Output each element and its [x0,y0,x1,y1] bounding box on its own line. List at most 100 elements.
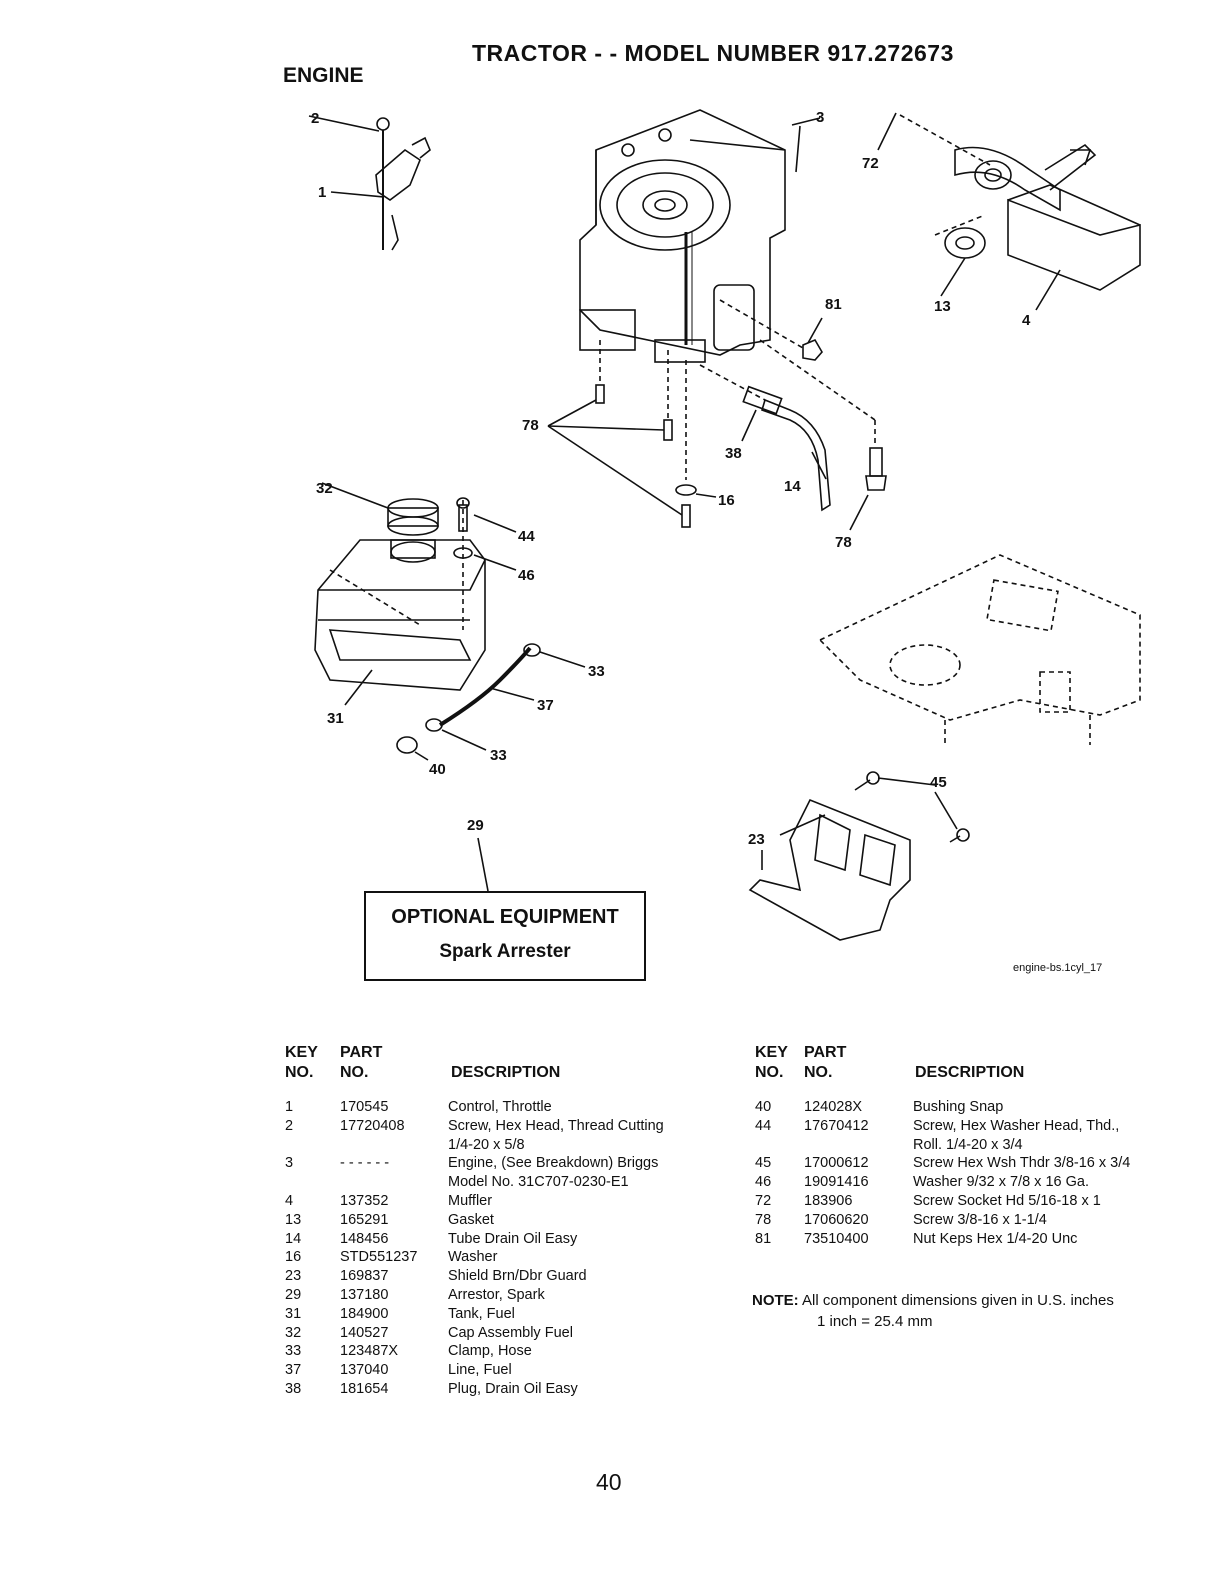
key-number: 31 [285,1305,302,1322]
callout-1: 1 [318,184,326,201]
part-number: 17720408 [340,1117,405,1134]
part-description: Tube Drain Oil Easy [448,1230,578,1247]
shield-drawing [748,771,970,941]
part-description: Arrestor, Spark [448,1286,545,1303]
callout-40: 40 [429,761,446,778]
part-number: 137040 [340,1362,389,1379]
callout-81: 81 [825,296,842,313]
callout-4: 4 [1022,312,1031,329]
part-number: 181654 [340,1380,389,1397]
key-number: 32 [285,1324,302,1341]
key-number: 40 [755,1099,772,1115]
page-number: 40 [596,1469,622,1495]
callout-29: 29 [467,817,484,834]
part-description: Tank, Fuel [448,1305,515,1322]
part-description-continued: 1/4-20 x 5/8 [448,1136,525,1153]
part-number: 183906 [804,1192,853,1209]
callout-78-b: 78 [835,534,852,551]
part-description: Screw Hex Wsh Thdr 3/8-16 x 3/4 [913,1155,1131,1172]
callout-32: 32 [316,480,333,497]
part-description: Shield Brn/Dbr Guard [448,1268,587,1285]
part-number: 17670412 [804,1117,869,1134]
key-number: 78 [755,1211,772,1228]
part-description: Washer [448,1249,498,1266]
part-number: 17060620 [804,1211,869,1228]
fuel-line-drawing [396,643,586,761]
part-number: 184900 [340,1305,389,1322]
callout-44: 44 [518,528,535,545]
header-part-top: PART [804,1044,847,1061]
frame-plate-drawing [818,554,1141,745]
header-description: DESCRIPTION [451,1064,561,1081]
part-number: 124028X [804,1099,863,1115]
part-number: 19091416 [804,1174,869,1191]
spark-arrester-leader [477,837,489,892]
part-description: Gasket [448,1211,494,1228]
header-part-bottom: NO. [340,1064,369,1081]
callout-33-b: 33 [490,747,507,764]
part-description-continued: Model No. 31C707-0230-E1 [448,1174,629,1191]
callout-16: 16 [718,492,735,509]
key-number: 1 [285,1099,294,1115]
key-number: 46 [755,1174,772,1191]
callout-33-a: 33 [588,663,605,680]
table-row: 45 17000612 Screw Hex Wsh Thdr 3/8-16 x 3/… [755,1154,1195,1173]
throttle-control-drawing [308,115,431,251]
note-line-1: All component dimensions given in U.S. i… [802,1292,1114,1309]
key-number: 16 [285,1249,302,1266]
callout-23: 23 [748,831,765,848]
optional-equipment-box: OPTIONAL EQUIPMENT Spark Arrester [364,891,646,981]
table-row: 44 17670412 Screw, Hex Washer Head, Thd., R… [755,1117,1195,1155]
part-description: Engine, (See Breakdown) Briggs [448,1155,659,1172]
callout-3: 3 [816,109,824,126]
part-description: Screw Socket Hd 5/16-18 x 1 [913,1192,1101,1209]
part-number: 17000612 [804,1155,869,1172]
part-number: 140527 [340,1324,389,1341]
part-description: Screw, Hex Head, Thread Cutting [448,1117,664,1134]
part-description: Clamp, Hose [448,1343,532,1360]
part-number: 123487X [340,1343,399,1360]
exploded-parts-diagram: 2 1 3 72 13 4 81 78 38 14 16 78 32 44 46… [308,109,1141,941]
part-number: 170545 [340,1099,389,1115]
header-key-bottom: NO. [285,1064,314,1081]
note-label: NOTE: [752,1292,799,1309]
part-description: Control, Throttle [448,1099,552,1115]
table-row: 31 184900 Tank, Fuel [285,1305,725,1324]
part-description: Screw, Hex Washer Head, Thd., [913,1117,1120,1134]
header-description: DESCRIPTION [915,1064,1025,1081]
key-number: 44 [755,1117,772,1134]
optional-equipment-subtitle: Spark Arrester [439,941,571,962]
table-row: 3- - - - - -Engine, (See Breakdown) Brig… [285,1154,725,1192]
fuel-tank-drawing [314,482,517,706]
callout-38: 38 [725,445,742,462]
header-key-top: KEY [285,1044,318,1061]
header-key-bottom: NO. [755,1064,784,1081]
header-key-top: KEY [755,1044,788,1061]
part-number: STD551237 [340,1249,418,1266]
part-description-continued: Roll. 1/4-20 x 3/4 [913,1136,1023,1153]
callout-31: 31 [327,710,344,727]
key-number: 72 [755,1192,772,1209]
note-line-2: 1 inch = 25.4 mm [817,1313,933,1330]
part-description: Line, Fuel [448,1362,512,1379]
part-description: Nut Keps Hex 1/4-20 Unc [913,1230,1078,1247]
key-number: 45 [755,1155,772,1172]
callout-13: 13 [934,298,951,315]
key-number: 4 [285,1192,294,1209]
part-description: Muffler [448,1192,493,1209]
key-number: 14 [285,1230,302,1247]
